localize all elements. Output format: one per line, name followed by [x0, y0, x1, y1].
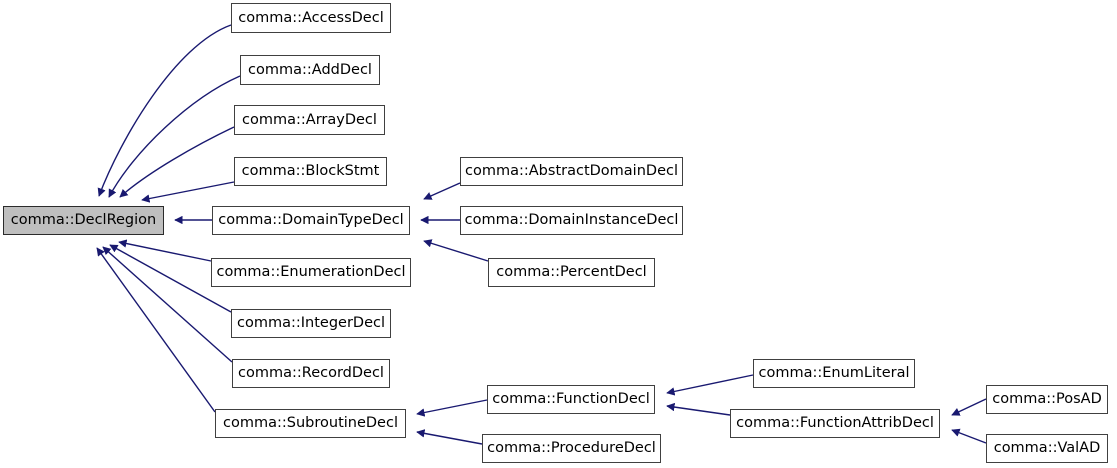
edge-valad-to-functionattribdecl — [951, 428, 987, 444]
edge-percentdecl-to-domaintypedecl — [423, 239, 489, 262]
node-label-enumliteral: comma::EnumLiteral — [758, 365, 910, 382]
node-domaininstancedecl[interactable]: comma::DomainInstanceDecl — [460, 206, 683, 235]
node-abstractdomaindecl[interactable]: comma::AbstractDomainDecl — [460, 157, 683, 186]
node-posad[interactable]: comma::PosAD — [986, 385, 1108, 414]
node-label-proceduredecl: comma::ProcedureDecl — [487, 440, 656, 457]
node-subroutinedecl[interactable]: comma::SubroutineDecl — [215, 409, 406, 438]
node-accessdecl[interactable]: comma::AccessDecl — [231, 3, 391, 33]
node-label-declregion: comma::DeclRegion — [10, 212, 157, 229]
node-label-valad: comma::ValAD — [993, 440, 1101, 457]
edge-integerdecl-to-declregion — [109, 244, 232, 313]
node-adddecl[interactable]: comma::AddDecl — [240, 55, 380, 85]
node-label-domaintypedecl: comma::DomainTypeDecl — [218, 212, 404, 229]
edge-arraydecl-to-declregion — [119, 126, 235, 198]
node-blockstmt[interactable]: comma::BlockStmt — [234, 157, 387, 186]
node-label-accessdecl: comma::AccessDecl — [238, 9, 384, 26]
node-label-posad: comma::PosAD — [992, 391, 1102, 408]
node-declregion[interactable]: comma::DeclRegion — [3, 206, 164, 235]
edge-blockstmt-to-declregion — [141, 181, 235, 203]
node-functiondecl[interactable]: comma::FunctionDecl — [487, 385, 655, 414]
edge-accessdecl-to-declregion — [97, 24, 232, 197]
edge-abstractdomaindecl-to-domaintypedecl — [423, 182, 461, 200]
node-percentdecl[interactable]: comma::PercentDecl — [488, 258, 655, 287]
node-proceduredecl[interactable]: comma::ProcedureDecl — [482, 434, 661, 463]
edge-subroutinedecl-to-declregion — [96, 247, 216, 413]
node-label-abstractdomaindecl: comma::AbstractDomainDecl — [465, 163, 678, 180]
node-enumerationdecl[interactable]: comma::EnumerationDecl — [211, 258, 411, 287]
node-label-blockstmt: comma::BlockStmt — [241, 163, 380, 180]
node-label-subroutinedecl: comma::SubroutineDecl — [223, 415, 398, 432]
node-functionattribdecl[interactable]: comma::FunctionAttribDecl — [730, 409, 940, 438]
node-label-enumerationdecl: comma::EnumerationDecl — [216, 264, 406, 281]
node-label-functiondecl: comma::FunctionDecl — [492, 391, 650, 408]
edge-proceduredecl-to-subroutinedecl — [416, 429, 483, 445]
node-recorddecl[interactable]: comma::RecordDecl — [232, 359, 390, 388]
node-enumliteral[interactable]: comma::EnumLiteral — [753, 359, 915, 388]
edge-recorddecl-to-declregion — [102, 246, 233, 363]
edge-enumerationdecl-to-declregion — [118, 239, 212, 262]
node-label-domaininstancedecl: comma::DomainInstanceDecl — [464, 212, 679, 229]
node-label-percentdecl: comma::PercentDecl — [496, 264, 647, 281]
node-label-recorddecl: comma::RecordDecl — [238, 365, 384, 382]
node-valad[interactable]: comma::ValAD — [986, 434, 1108, 463]
node-label-adddecl: comma::AddDecl — [248, 61, 372, 78]
node-domaintypedecl[interactable]: comma::DomainTypeDecl — [212, 206, 410, 235]
node-integerdecl[interactable]: comma::IntegerDecl — [231, 309, 391, 338]
edge-enumliteral-to-functiondecl — [666, 374, 754, 396]
node-label-functionattribdecl: comma::FunctionAttribDecl — [736, 415, 934, 432]
node-label-arraydecl: comma::ArrayDecl — [242, 111, 377, 128]
edge-functionattribdecl-to-functiondecl — [666, 402, 731, 416]
edge-adddecl-to-declregion — [108, 75, 241, 198]
node-arraydecl[interactable]: comma::ArrayDecl — [234, 105, 385, 135]
edge-posad-to-functionattribdecl — [951, 398, 987, 416]
edge-functiondecl-to-subroutinedecl — [416, 399, 488, 417]
node-label-integerdecl: comma::IntegerDecl — [237, 315, 385, 332]
